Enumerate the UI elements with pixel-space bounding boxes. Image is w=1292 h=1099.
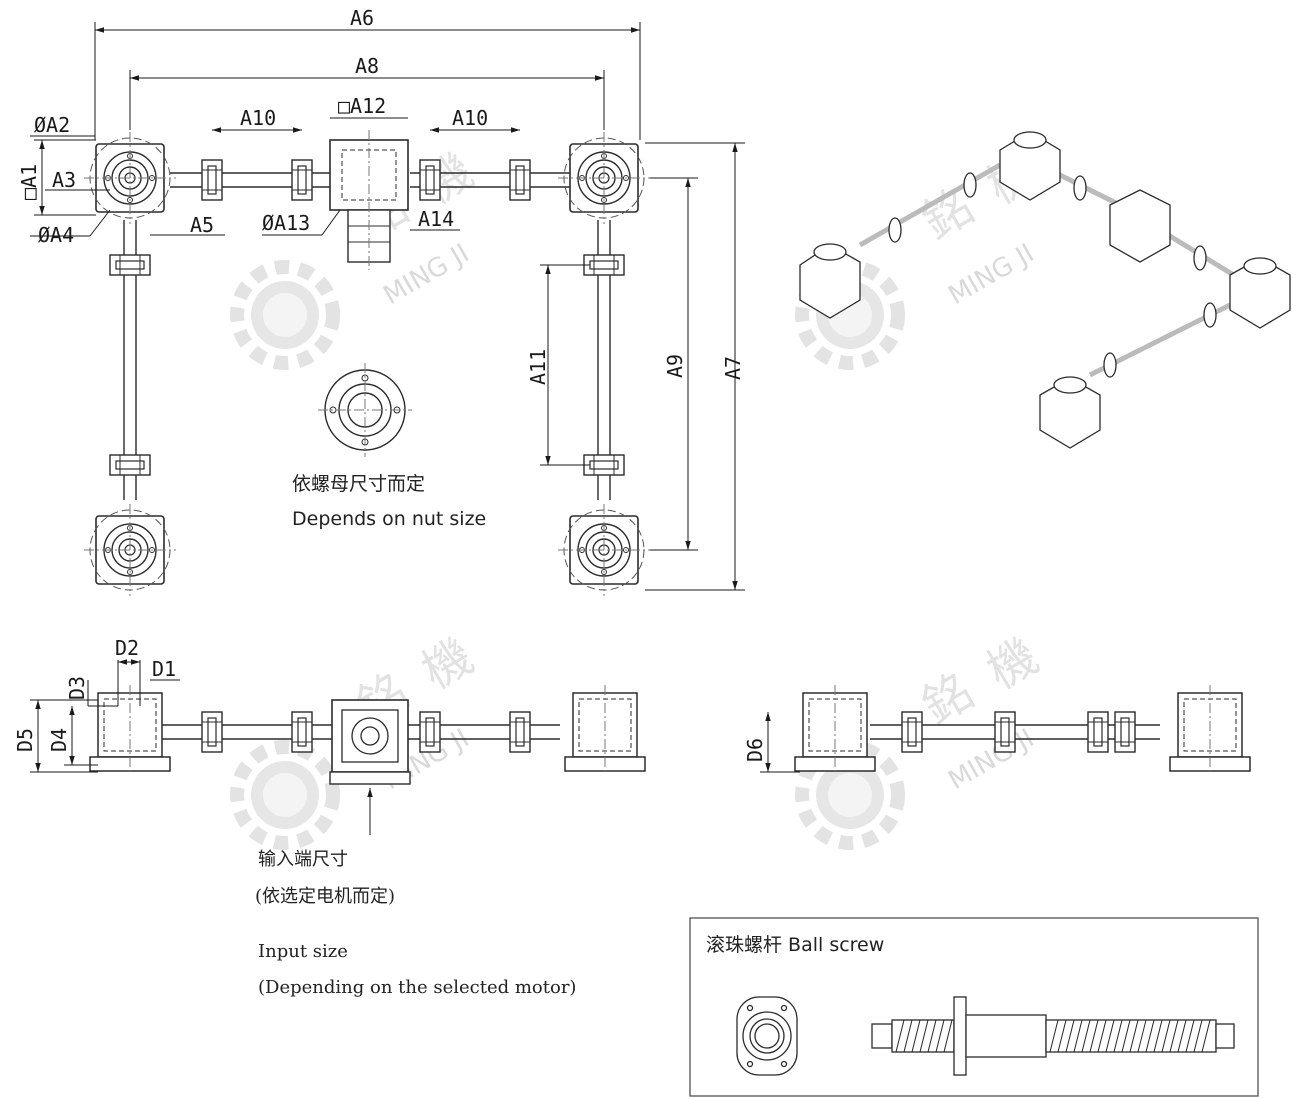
dim-a11: A11 bbox=[526, 349, 550, 385]
svg-text:MING JI: MING JI bbox=[379, 238, 475, 311]
dim-d2: D2 bbox=[115, 636, 139, 660]
dim-a6: A6 bbox=[350, 6, 374, 30]
side-dims bbox=[30, 659, 800, 773]
dimension-lines bbox=[30, 22, 745, 591]
svg-text:MING JI: MING JI bbox=[944, 723, 1040, 796]
dim-a13: ØA13 bbox=[262, 211, 310, 235]
dim-a3: A3 bbox=[52, 168, 76, 192]
dim-a12: □A12 bbox=[338, 94, 386, 118]
dim-d5: D5 bbox=[13, 728, 37, 752]
dim-a10-left: A10 bbox=[240, 106, 276, 130]
legend-title: 滚珠螺杆 Ball screw bbox=[706, 934, 884, 956]
dim-d1: D1 bbox=[152, 657, 176, 681]
input-note-en-2: (Depending on the selected motor) bbox=[258, 977, 576, 998]
dim-a14: A14 bbox=[418, 207, 454, 231]
input-note-cn-2: (依选定电机而定) bbox=[255, 886, 395, 907]
side-view-right bbox=[794, 684, 1251, 772]
nut-note-cn: 依螺母尺寸而定 bbox=[292, 473, 425, 495]
dim-d4: D4 bbox=[47, 728, 71, 752]
top-view bbox=[83, 130, 651, 597]
nut-note-en: Depends on nut size bbox=[292, 508, 486, 530]
side-view-left bbox=[89, 684, 646, 835]
dim-a5: A5 bbox=[190, 213, 214, 237]
dim-d6: D6 bbox=[743, 738, 767, 762]
svg-text:MING JI: MING JI bbox=[944, 238, 1040, 311]
svg-text:機: 機 bbox=[978, 628, 1048, 701]
ball-screw-legend: 滚珠螺杆 Ball screw bbox=[689, 917, 1259, 1097]
dim-a9: A9 bbox=[663, 354, 687, 378]
dim-d3: D3 bbox=[65, 676, 89, 700]
dim-a4: ØA4 bbox=[38, 223, 74, 247]
isometric-view bbox=[799, 131, 1291, 449]
dim-a8: A8 bbox=[355, 54, 379, 78]
dim-a7: A7 bbox=[721, 356, 745, 380]
input-note-cn-1: 输入端尺寸 bbox=[258, 849, 348, 870]
dimension-labels: A6 A8 A10 A10 □A12 ØA2 A3 ØA4 A5 ØA13 A1… bbox=[17, 6, 745, 385]
input-note-en-1: Input size bbox=[258, 941, 348, 962]
dim-a2: ØA2 bbox=[34, 113, 70, 137]
dim-a1: □A1 bbox=[17, 164, 41, 200]
svg-text:機: 機 bbox=[413, 628, 483, 701]
dim-a10-right: A10 bbox=[452, 106, 488, 130]
